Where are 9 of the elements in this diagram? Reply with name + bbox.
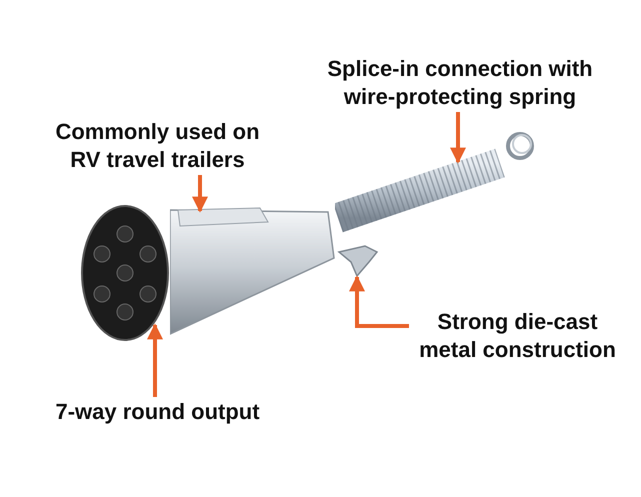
arrow: [450, 112, 466, 164]
callout-text: Strong die-cast metal construction: [410, 308, 625, 364]
callout-text: Splice-in connection with wire-protecting spring: [300, 55, 620, 111]
plug-face-drawing: [80, 204, 170, 342]
arrow: [192, 175, 208, 213]
arrow: [349, 275, 409, 328]
callout-text: 7-way round output: [40, 398, 275, 426]
arrow: [147, 323, 163, 397]
callout-text: Commonly used on RV travel trailers: [40, 118, 275, 174]
